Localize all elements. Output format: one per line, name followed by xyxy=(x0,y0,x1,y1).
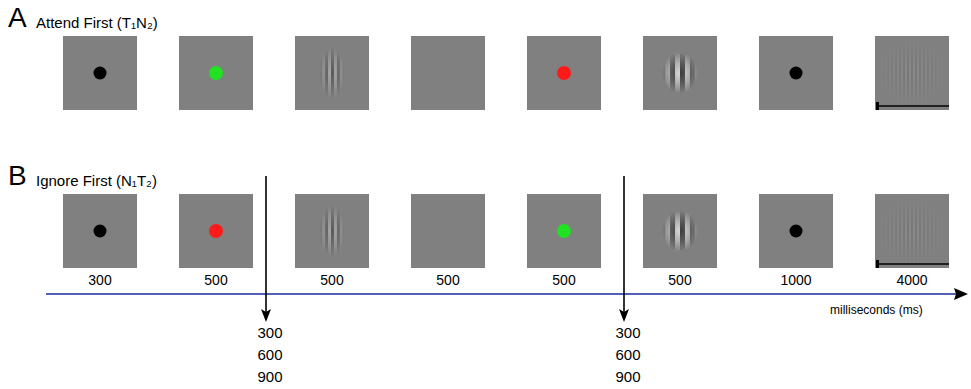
duration-label: 4000 xyxy=(896,272,927,288)
jitter-value: 300 xyxy=(257,324,282,341)
condition-title: Ignore First (N₁T₂) xyxy=(36,172,157,189)
time-axis xyxy=(46,293,956,295)
jitter-value: 900 xyxy=(257,368,282,385)
jitter-value: 600 xyxy=(257,346,282,363)
jitter-arrowhead xyxy=(619,309,629,322)
jitter-arrowhead xyxy=(261,309,271,322)
condition-title: Attend First (T₁N₂) xyxy=(36,14,158,31)
duration-label: 500 xyxy=(204,272,227,288)
duration-label: 300 xyxy=(88,272,111,288)
row-b-panels xyxy=(63,194,949,268)
duration-label: 1000 xyxy=(780,272,811,288)
duration-label: 500 xyxy=(436,272,459,288)
axis-arrowhead xyxy=(954,288,968,300)
jitter-value: 600 xyxy=(615,346,640,363)
panel-letter: B xyxy=(8,160,27,192)
jitter-arrow xyxy=(623,176,625,312)
axis-label: milliseconds (ms) xyxy=(830,304,923,318)
duration-label: 500 xyxy=(668,272,691,288)
panel-letter: A xyxy=(8,2,27,34)
duration-label: 500 xyxy=(320,272,343,288)
jitter-arrow xyxy=(265,176,267,312)
row-a-panels xyxy=(63,36,949,110)
duration-label: 500 xyxy=(552,272,575,288)
jitter-value: 900 xyxy=(615,368,640,385)
jitter-value: 300 xyxy=(615,324,640,341)
